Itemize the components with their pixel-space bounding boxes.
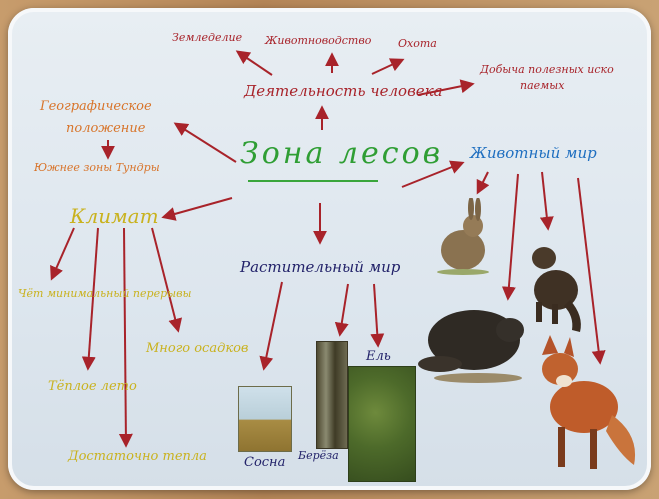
arrow-plants-spruce <box>370 283 385 348</box>
arrow-climate-warm <box>81 227 99 371</box>
arrow-activity-hunting <box>371 58 405 75</box>
arrow-climate-cold <box>118 227 133 448</box>
label-birch: Берёза <box>298 449 339 462</box>
node-warm-summer: Тёплое лето <box>48 379 137 394</box>
arrow-activity-mining <box>417 79 475 96</box>
arrow-center-animals <box>401 160 465 188</box>
center-title: Зона лесов <box>240 136 444 171</box>
arrow-center-geo <box>173 122 237 163</box>
arrow-plants-birch <box>334 283 349 337</box>
node-north-tundra: Южнее зоны Тундры <box>34 161 160 174</box>
fox-picture <box>542 335 636 469</box>
node-cold-winter: Достаточно тепла <box>68 449 207 464</box>
arrow-climate-seasons <box>50 227 75 281</box>
node-human-activity: Деятельность человека <box>244 82 443 100</box>
node-hunting: Охота <box>398 37 437 50</box>
node-reclamation: Земледелие <box>172 31 243 44</box>
node-much-precip: Много осадков <box>146 341 249 356</box>
spruce-picture <box>348 366 416 482</box>
arrow-animals-hare <box>476 171 490 195</box>
title-underline <box>248 180 378 182</box>
arrow-center-climate <box>161 197 233 221</box>
node-plants: Растительный мир <box>240 258 401 276</box>
node-mining-line2: паемых <box>520 79 565 92</box>
label-spruce: Ель <box>366 349 391 364</box>
arrow-climate-precip <box>151 227 183 333</box>
birch-picture <box>316 341 348 449</box>
pine-picture <box>238 386 292 452</box>
arrow-animals-fox <box>577 177 606 365</box>
node-geo-line1: Географическое <box>40 99 152 114</box>
node-animals: Животный мир <box>470 144 597 162</box>
node-animal-husbandry: Животноводство <box>265 34 372 47</box>
hare-picture <box>437 198 489 275</box>
arrow-plants-pine <box>259 281 283 371</box>
beaver-picture <box>418 310 524 383</box>
node-geo-line2: положение <box>66 121 146 136</box>
label-pine: Сосна <box>244 455 286 470</box>
arrow-animals-beaver <box>501 173 519 301</box>
arrow-activity-reclamation <box>235 50 273 76</box>
node-seasons: Чёт минимальный перерывы <box>18 287 192 300</box>
node-mining-line1: Добыча полезных иско <box>480 63 614 76</box>
node-climate: Климат <box>70 204 159 228</box>
arrow-animals-marten <box>539 171 554 231</box>
marten-picture <box>532 247 581 332</box>
